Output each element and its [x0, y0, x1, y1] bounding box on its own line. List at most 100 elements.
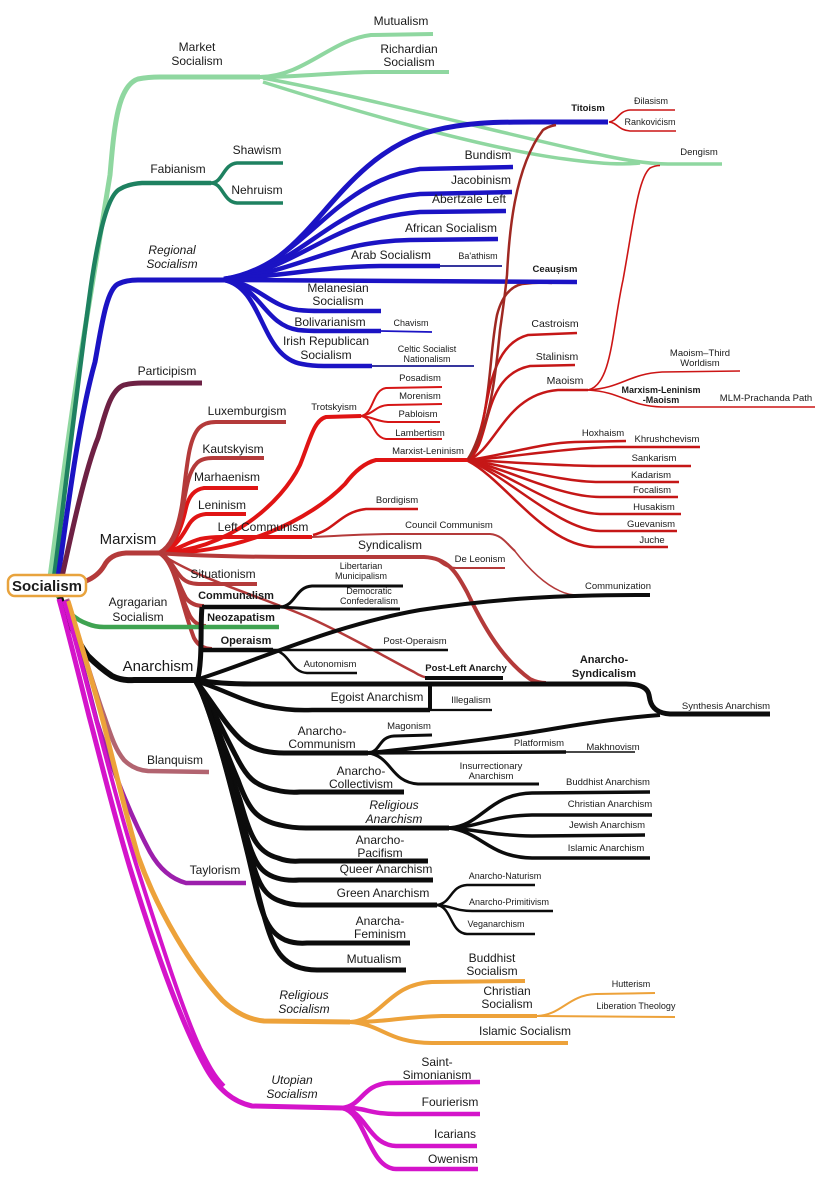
svg-text:Queer Anarchism: Queer Anarchism [340, 862, 433, 876]
svg-text:Council Communism: Council Communism [405, 520, 493, 531]
svg-text:Illegalism: Illegalism [451, 695, 491, 706]
svg-text:Agragarian: Agragarian [109, 595, 168, 609]
svg-text:Marxist-Leninism: Marxist-Leninism [392, 446, 464, 457]
svg-text:Regional: Regional [148, 243, 196, 257]
svg-text:Irish Republican: Irish Republican [283, 334, 369, 348]
svg-text:MLM-Prachanda Path: MLM-Prachanda Path [720, 393, 812, 404]
svg-text:Christian: Christian [483, 984, 530, 998]
svg-text:Pabloism: Pabloism [398, 409, 437, 420]
svg-text:Posadism: Posadism [399, 373, 441, 384]
svg-text:Dengism: Dengism [680, 147, 718, 158]
svg-text:Celtic Socialist: Celtic Socialist [398, 344, 457, 354]
svg-text:Left Communism: Left Communism [218, 520, 309, 534]
svg-text:Anarcho-: Anarcho- [298, 724, 347, 738]
svg-text:Socialism: Socialism [171, 54, 222, 68]
svg-text:Hutterism: Hutterism [612, 979, 651, 989]
svg-text:Shawism: Shawism [233, 143, 282, 157]
svg-text:Market: Market [179, 40, 216, 54]
svg-text:Anarchism: Anarchism [123, 658, 194, 675]
svg-text:Blanquism: Blanquism [147, 753, 203, 767]
svg-text:Buddhist Anarchism: Buddhist Anarchism [566, 777, 650, 788]
svg-text:Makhnovism: Makhnovism [586, 742, 639, 753]
svg-text:Jacobinism: Jacobinism [451, 173, 511, 187]
svg-text:Communism: Communism [288, 737, 355, 751]
svg-text:Castroism: Castroism [531, 318, 579, 330]
svg-text:Socialism: Socialism [481, 997, 532, 1011]
svg-text:Egoist Anarchism: Egoist Anarchism [331, 690, 424, 704]
svg-text:Luxemburgism: Luxemburgism [208, 404, 287, 418]
svg-text:Anarcho-: Anarcho- [337, 764, 386, 778]
svg-text:Icarians: Icarians [434, 1127, 476, 1141]
svg-text:Green Anarchism: Green Anarchism [337, 886, 430, 900]
svg-text:Religious: Religious [369, 798, 418, 812]
svg-text:Collectivism: Collectivism [329, 777, 393, 791]
svg-text:Platformism: Platformism [514, 738, 564, 749]
svg-text:Husakism: Husakism [633, 502, 675, 513]
svg-text:Democratic: Democratic [346, 586, 392, 596]
svg-text:Fourierism: Fourierism [422, 1095, 479, 1109]
svg-text:Confederalism: Confederalism [340, 596, 398, 606]
svg-text:Leninism: Leninism [198, 498, 246, 512]
svg-text:Magonism: Magonism [387, 721, 431, 732]
svg-text:Sankarism: Sankarism [632, 453, 677, 464]
svg-text:Kadarism: Kadarism [631, 470, 671, 481]
svg-text:Lambertism: Lambertism [395, 428, 445, 439]
svg-text:Ba'athism: Ba'athism [458, 251, 497, 261]
svg-text:Owenism: Owenism [428, 1152, 478, 1166]
svg-text:Socialism: Socialism [383, 55, 434, 69]
svg-text:Christian Anarchism: Christian Anarchism [568, 799, 653, 810]
svg-text:Post-Operaism: Post-Operaism [383, 636, 446, 647]
svg-text:Morenism: Morenism [399, 391, 441, 402]
svg-text:Communization: Communization [585, 581, 651, 592]
svg-text:Richardian: Richardian [380, 42, 437, 56]
svg-text:African Socialism: African Socialism [405, 221, 497, 235]
svg-text:Worldism: Worldism [680, 358, 719, 369]
svg-text:Nehruism: Nehruism [231, 183, 282, 197]
svg-text:Stalinism: Stalinism [536, 351, 579, 363]
svg-text:Anarcho-: Anarcho- [356, 833, 405, 847]
svg-text:Operaism: Operaism [221, 635, 272, 647]
svg-text:Fabianism: Fabianism [150, 162, 205, 176]
svg-text:Communalism: Communalism [198, 590, 274, 602]
svg-text:De Leonism: De Leonism [455, 554, 506, 565]
svg-text:Synthesis Anarchism: Synthesis Anarchism [682, 701, 770, 712]
svg-text:Libertarian: Libertarian [340, 561, 383, 571]
svg-text:Maoism–Third: Maoism–Third [670, 348, 730, 359]
svg-text:Buddhist: Buddhist [469, 951, 516, 965]
svg-text:Feminism: Feminism [354, 927, 406, 941]
svg-text:Socialism: Socialism [12, 578, 82, 595]
svg-text:Mutualism: Mutualism [374, 14, 429, 28]
svg-text:Guevanism: Guevanism [627, 519, 675, 530]
svg-text:Titoism: Titoism [571, 103, 605, 114]
svg-text:Jewish Anarchism: Jewish Anarchism [569, 820, 645, 831]
svg-text:Islamic Anarchism: Islamic Anarchism [568, 843, 645, 854]
svg-text:Arab Socialism: Arab Socialism [351, 248, 431, 262]
svg-text:Chavism: Chavism [393, 318, 428, 328]
svg-text:Mutualism: Mutualism [347, 952, 402, 966]
svg-text:Marhaenism: Marhaenism [194, 470, 260, 484]
svg-text:Religious: Religious [279, 988, 328, 1002]
svg-text:Participism: Participism [138, 364, 197, 378]
svg-text:Marxism-Leninism: Marxism-Leninism [621, 385, 700, 395]
svg-text:Marxism: Marxism [100, 531, 157, 548]
svg-text:Socialism: Socialism [312, 294, 363, 308]
svg-text:Bundism: Bundism [465, 148, 512, 162]
svg-text:Anarchism: Anarchism [365, 812, 423, 826]
svg-text:Anarcho-Naturism: Anarcho-Naturism [469, 871, 542, 881]
svg-text:Juche: Juche [639, 535, 664, 546]
svg-text:Ceaușism: Ceaușism [533, 264, 578, 275]
svg-text:-Maoism: -Maoism [643, 395, 680, 405]
svg-text:Simonianism: Simonianism [403, 1068, 472, 1082]
svg-text:Bolivarianism: Bolivarianism [294, 315, 365, 329]
svg-text:Socialism: Socialism [278, 1002, 329, 1016]
svg-text:Utopian: Utopian [271, 1073, 313, 1087]
svg-text:Autonomism: Autonomism [304, 659, 357, 670]
svg-text:Trotskyism: Trotskyism [311, 402, 357, 413]
svg-text:Situationism: Situationism [190, 567, 255, 581]
svg-text:Socialism: Socialism [266, 1087, 317, 1101]
svg-text:Maoism: Maoism [547, 375, 584, 387]
svg-text:Liberation Theology: Liberation Theology [597, 1001, 676, 1011]
svg-text:Socialism: Socialism [300, 348, 351, 362]
svg-text:Taylorism: Taylorism [190, 863, 241, 877]
svg-text:Pacifism: Pacifism [357, 846, 402, 860]
